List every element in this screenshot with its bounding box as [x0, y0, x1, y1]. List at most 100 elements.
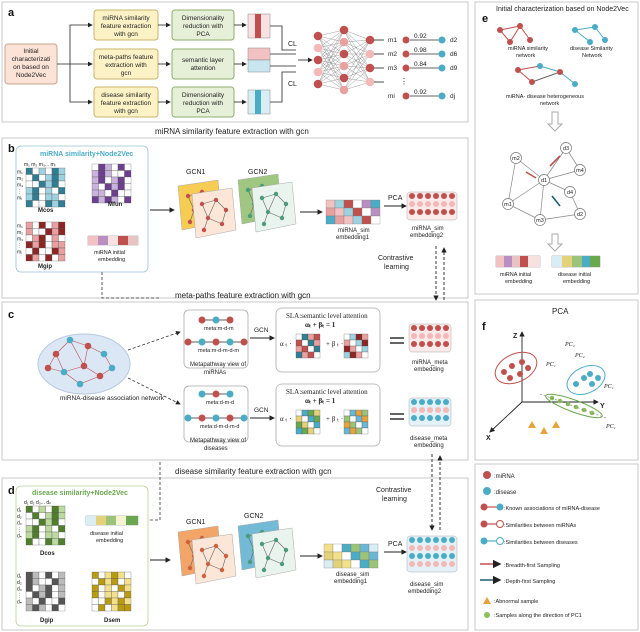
gcn-plane [251, 527, 297, 579]
embedding-dot [433, 553, 439, 559]
embedding-cell [325, 207, 336, 217]
nn-edge [343, 41, 371, 83]
sla-cell [313, 409, 321, 417]
result-mirna-dot [402, 64, 410, 72]
matrix-cell [117, 189, 125, 197]
panel-c: c meta-paths feature extraction with gcn… [1, 291, 469, 461]
matrix-cell [58, 180, 66, 188]
walk-edge [507, 179, 545, 205]
dnet-label: disease Similarity [570, 46, 613, 52]
nn-node [313, 79, 323, 89]
b-init-embedding [87, 235, 139, 246]
matrix-cell [91, 163, 99, 171]
b-emb2-label: miRNA_sim [412, 226, 444, 232]
embedding-dot [433, 209, 439, 215]
nn-edge [343, 29, 371, 83]
matrix-row-label: m₂ [17, 176, 23, 182]
embedding-dot [433, 545, 439, 551]
embedding-cell [341, 551, 352, 561]
sla-cell [349, 421, 357, 429]
matrix-cell [91, 189, 99, 197]
matrix-cell [98, 591, 106, 599]
nn-edge [343, 29, 371, 41]
embedding-cell [343, 215, 354, 225]
matrix-cell [51, 174, 59, 182]
sla-cell [301, 421, 309, 429]
b-emb2-label: embedding2 [410, 233, 444, 239]
gcn-edge [281, 203, 287, 219]
feat-text: feature extraction [101, 100, 152, 107]
matrix-cell [58, 167, 66, 175]
sla-title: SLA:semantic level attention [286, 312, 368, 320]
gcn-edge [261, 197, 269, 213]
disease-meta-embedding [408, 397, 452, 427]
matrix-row-label: mᵢ [17, 196, 22, 202]
embedding-dot [427, 325, 433, 331]
matrix-cell [58, 247, 66, 255]
sla-cell [349, 345, 357, 353]
matrix-cell [45, 234, 53, 242]
embedding-dot [427, 399, 433, 405]
sla-cell [313, 333, 321, 341]
sla-cell [349, 409, 357, 417]
matrix-cell [98, 170, 106, 178]
nn-node [339, 49, 349, 59]
matrix-cell [58, 221, 66, 229]
embedding-cell [334, 207, 345, 217]
result-mirna: m1 [388, 37, 397, 44]
matrix-cell [98, 189, 106, 197]
sla-cell [343, 415, 351, 423]
embedding-cell [350, 551, 361, 561]
sla-cell [301, 333, 309, 341]
embedding-dot [435, 407, 441, 413]
nn-edge [343, 53, 371, 69]
matrix-cell [91, 591, 99, 599]
e-emb-label: embedding [563, 279, 590, 285]
matrix-row-label: ⋮ [17, 527, 22, 533]
network-edge [63, 365, 85, 373]
sla-cell [307, 345, 315, 353]
embedding-dot [427, 415, 433, 421]
embedding-dot [419, 333, 425, 339]
feat-text: extraction with [105, 62, 147, 69]
result-mirna: m3 [388, 65, 397, 72]
matrix-cell [45, 247, 53, 255]
nn-edge [343, 67, 371, 91]
matrix-cell [51, 187, 59, 195]
matrix-cell [32, 505, 40, 513]
gcn-node [223, 207, 229, 213]
nn-edge [317, 53, 345, 85]
nn-edge [317, 29, 345, 37]
sla-mirna-matrices [295, 333, 369, 359]
matrix-cell [51, 167, 59, 175]
gcn-edge [201, 549, 209, 565]
sla-cell [295, 345, 303, 353]
sla-cell [361, 409, 369, 417]
embedding-dot [411, 333, 417, 339]
nn-edge [343, 29, 371, 69]
init-box-line: on based on [13, 64, 49, 71]
b-col-labels: m₁ m₂ m₃... mᵢ [24, 162, 56, 168]
nn-edge [343, 65, 371, 83]
matrix-row-label: m₃ [17, 183, 23, 189]
initial-embeddings [495, 255, 601, 268]
matrix-cell [32, 187, 40, 195]
c-embm-label: miRNA_meta [412, 360, 448, 366]
b-emb1-label: embedding1 [336, 235, 370, 241]
embedding-column-3 [247, 89, 271, 115]
gcn-node [265, 209, 271, 215]
matrix-cell [51, 228, 59, 236]
gcn-node [261, 567, 267, 573]
gcn-edge [275, 539, 287, 551]
embedding-dot [433, 193, 439, 199]
matrix-cell [32, 221, 40, 229]
sla-cell [343, 421, 351, 429]
matrix-cell [124, 183, 132, 191]
nn-edge [317, 65, 345, 85]
walk-node-label: m1 [504, 202, 512, 208]
matrix-cell [124, 597, 132, 605]
matrix-cell [45, 604, 53, 612]
matrix-cell [38, 591, 46, 599]
embedding-dot [411, 415, 417, 421]
matrix-row-label: d₁ [17, 574, 22, 580]
